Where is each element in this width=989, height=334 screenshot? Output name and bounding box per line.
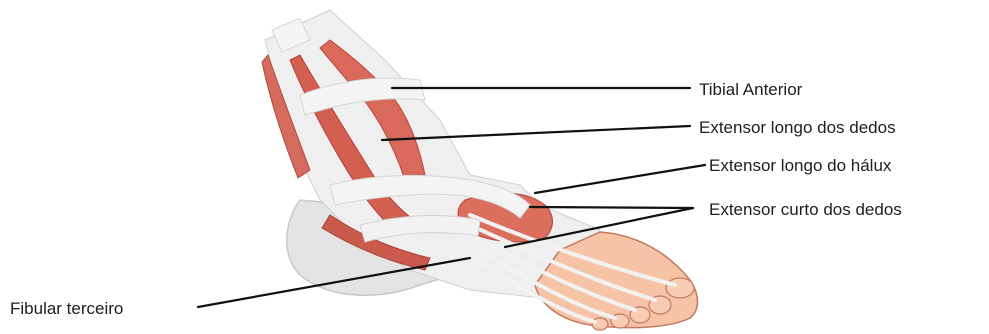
label-extensor-longo-halux: Extensor longo do hálux — [709, 156, 892, 175]
foot-illustration — [262, 10, 698, 330]
label-fibular-terceiro: Fibular terceiro — [10, 299, 123, 318]
label-extensor-longo-dedos: Extensor longo dos dedos — [699, 118, 896, 137]
label-extensor-curto-dedos: Extensor curto dos dedos — [709, 200, 902, 219]
leader-extensor-curto-dedos-1 — [530, 207, 693, 208]
toe-1 — [666, 278, 694, 298]
label-tibial-anterior: Tibial Anterior — [699, 80, 803, 99]
leader-extensor-longo-halux — [535, 165, 705, 193]
